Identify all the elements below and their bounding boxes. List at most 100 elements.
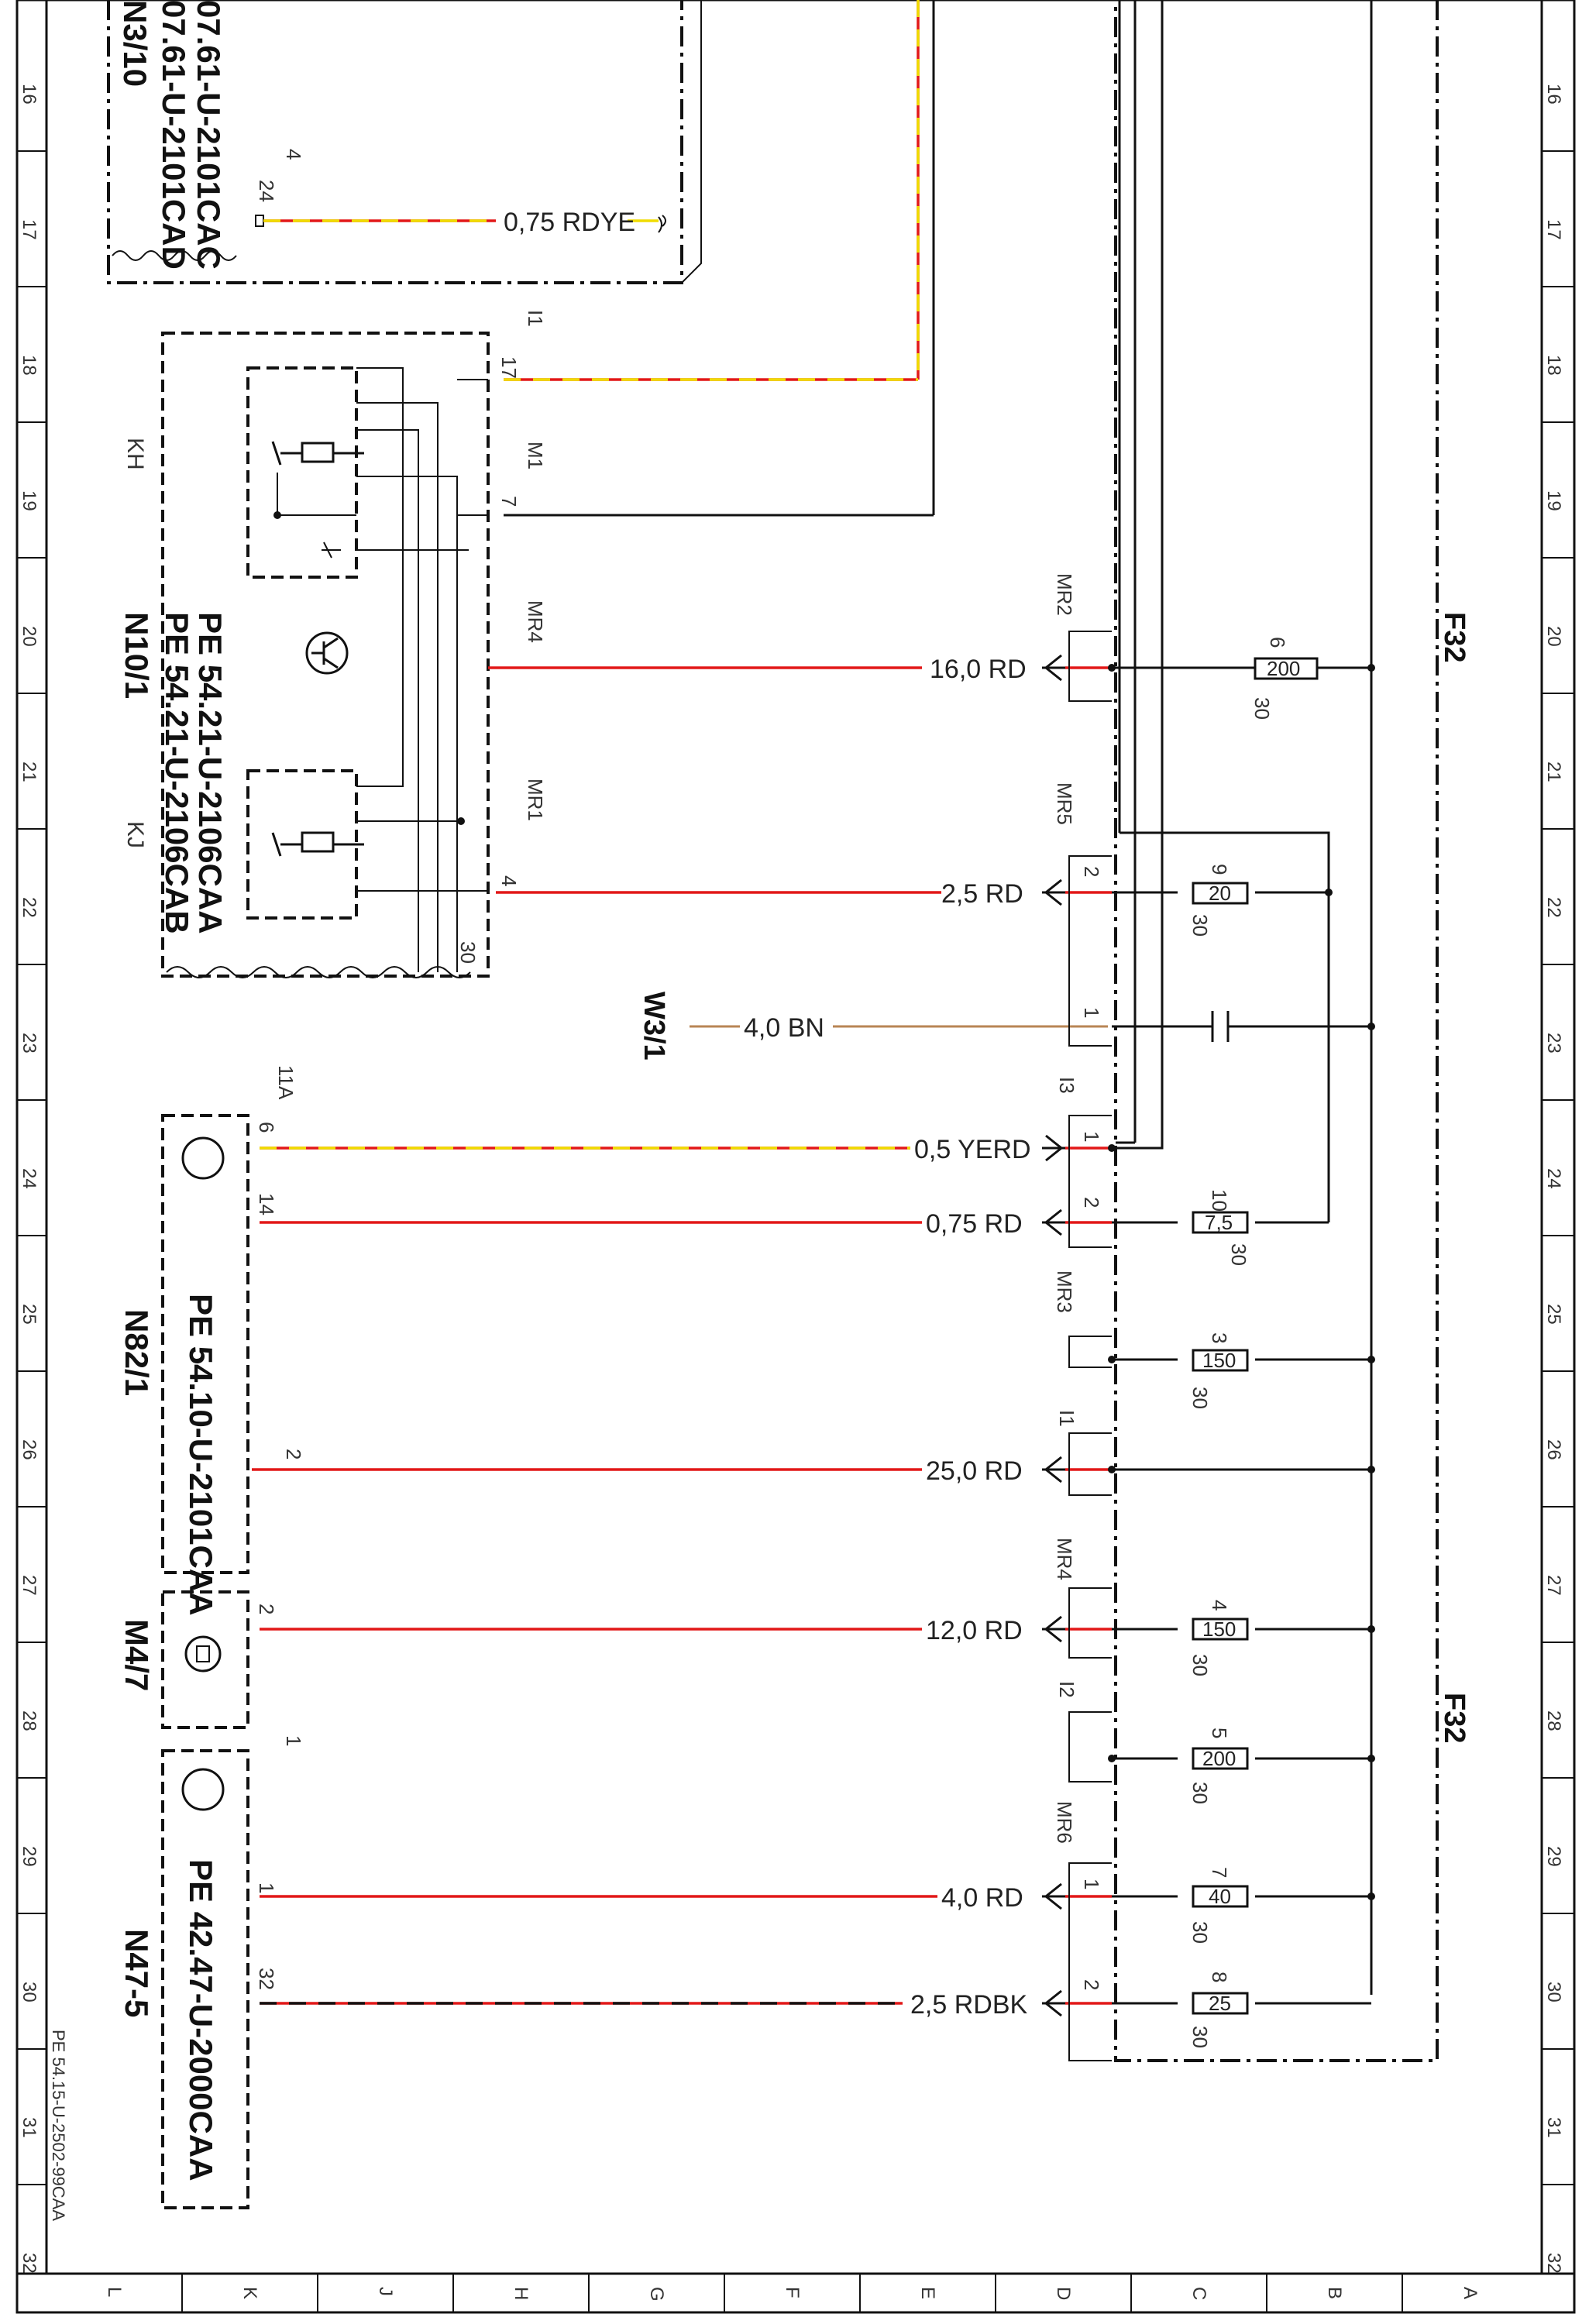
column-letter: B bbox=[1324, 2287, 1345, 2299]
connector-label: MR5 bbox=[1053, 782, 1076, 825]
column-letter: F bbox=[782, 2287, 803, 2298]
row-number: 25 bbox=[1543, 1304, 1564, 1325]
fuse-pin: 30 bbox=[1188, 1921, 1212, 1944]
row-number: 23 bbox=[1543, 1033, 1564, 1054]
connector-label: MR4 bbox=[524, 600, 547, 643]
pin-label: 32 bbox=[255, 1968, 278, 1990]
relay-kh-label: KH bbox=[122, 438, 148, 470]
pin-label: 17 bbox=[497, 356, 521, 379]
pin-label: 1 bbox=[255, 1882, 278, 1893]
connector-label: I3 bbox=[1055, 1077, 1078, 1094]
fuse-pin: 30 bbox=[1188, 1782, 1212, 1804]
pin-label: 4 bbox=[282, 149, 305, 160]
m4-7-label: M4/7 bbox=[119, 1619, 155, 1691]
column-letter: G bbox=[646, 2287, 667, 2302]
pin-label: 30 bbox=[456, 941, 480, 964]
pin-label: 4 bbox=[497, 875, 521, 886]
fuse-pin: 4 bbox=[1208, 1600, 1231, 1611]
transistor-icon bbox=[181, 1136, 225, 1180]
column-letter: A bbox=[1460, 2287, 1481, 2299]
connector-label: M1 bbox=[524, 442, 547, 469]
row-number: 24 bbox=[19, 1168, 40, 1189]
svg-text:25: 25 bbox=[1209, 1992, 1231, 2015]
pin-label: 2 bbox=[282, 1449, 305, 1459]
connector-label: MR3 bbox=[1053, 1270, 1076, 1313]
n3-10-part-a: 07.61-U-2101CAC bbox=[191, 0, 227, 270]
wire-label: 2,5 RDBK bbox=[910, 1990, 1027, 2020]
svg-text:150: 150 bbox=[1202, 1618, 1236, 1641]
capacitor-icon bbox=[1211, 1011, 1230, 1042]
column-ruler-bottom: L K J H G F E D C B A bbox=[104, 2274, 1481, 2312]
row-number: 29 bbox=[19, 1846, 40, 1867]
pin-label: 1 bbox=[1080, 1131, 1103, 1142]
transistor-icon bbox=[305, 631, 349, 675]
f32-label-bottom: F32 bbox=[1438, 1693, 1470, 1743]
column-letter: H bbox=[511, 2287, 531, 2300]
column-letter: E bbox=[917, 2287, 938, 2299]
wire-label: 4,0 RD bbox=[941, 1883, 1023, 1913]
fuse: 25 bbox=[1192, 1992, 1249, 2015]
row-number: 31 bbox=[19, 2117, 40, 2138]
n3-10-module: N3/10 07.61-U-2101CAC 07.61-U-2101CAD 4 … bbox=[107, 0, 702, 284]
fuse: 150 bbox=[1192, 1618, 1249, 1641]
n3-10-label: N3/10 bbox=[117, 0, 153, 87]
row-number: 17 bbox=[19, 219, 40, 240]
f32-label-top: F32 bbox=[1438, 612, 1470, 662]
fuse: 200 bbox=[1254, 657, 1319, 680]
row-number: 23 bbox=[19, 1033, 40, 1054]
wire-label: 16,0 RD bbox=[930, 655, 1027, 684]
pin-label: 2 bbox=[1080, 866, 1103, 877]
fuse-pin: 30 bbox=[1188, 1654, 1212, 1676]
wires: 16,0 RD 2,5 RD 4,0 BN 0,5 YERD 0,75 RD 2… bbox=[252, 655, 1112, 2020]
wire-label: 2,5 RD bbox=[941, 879, 1023, 909]
wire-label: 0,5 YERD bbox=[914, 1135, 1031, 1164]
column-letter: D bbox=[1053, 2287, 1074, 2300]
fuse: 200 bbox=[1192, 1747, 1249, 1770]
row-number: 32 bbox=[1543, 2253, 1564, 2274]
pin-label: 2 bbox=[1080, 1979, 1103, 1990]
pin-label: 24 bbox=[255, 180, 278, 202]
svg-text:150: 150 bbox=[1202, 1349, 1236, 1372]
pin-label: 1 bbox=[282, 1735, 305, 1746]
wire-label: 25,0 RD bbox=[926, 1456, 1023, 1486]
fuse: 40 bbox=[1192, 1885, 1249, 1908]
svg-text:40: 40 bbox=[1209, 1885, 1231, 1908]
drawing-code: PE 54.15-U-2502-99CAA bbox=[49, 2030, 68, 2221]
row-number: 20 bbox=[19, 626, 40, 647]
n10-1-part-b: PE 54.21-U-2106CAB bbox=[159, 612, 195, 934]
row-number: 27 bbox=[19, 1575, 40, 1596]
row-number: 26 bbox=[1543, 1439, 1564, 1460]
motor-icon bbox=[184, 1635, 222, 1673]
connector-label: MR6 bbox=[1053, 1801, 1076, 1844]
fuse-pin: 6 bbox=[1266, 637, 1289, 648]
connector-label: MR2 bbox=[1053, 573, 1076, 616]
fuse-pin: 9 bbox=[1208, 864, 1231, 875]
svg-text:200: 200 bbox=[1267, 657, 1300, 680]
connector-brackets bbox=[1068, 631, 1112, 2061]
pin-label: 6 bbox=[255, 1122, 278, 1133]
row-number: 22 bbox=[19, 897, 40, 918]
row-number: 21 bbox=[19, 761, 40, 782]
row-number: 26 bbox=[19, 1439, 40, 1460]
pin-label: 1 bbox=[1080, 1879, 1103, 1889]
f32-fuse-box: F32 F32 bbox=[1108, 0, 1470, 2062]
row-number: 27 bbox=[1543, 1575, 1564, 1596]
wire-label: 4,0 BN bbox=[744, 1013, 824, 1043]
pin-label: 14 bbox=[255, 1193, 278, 1215]
fuse-pin: 30 bbox=[1188, 914, 1212, 937]
n10-1-module: N10/1 PE 54.21-U-2106CAA PE 54.21-U-2106… bbox=[119, 310, 547, 978]
row-number: 31 bbox=[1543, 2117, 1564, 2138]
fuse-pin: 8 bbox=[1208, 1972, 1231, 1982]
fuse-pin: 10 bbox=[1208, 1189, 1231, 1212]
row-number: 32 bbox=[19, 2253, 40, 2274]
drawing-frame bbox=[15, 0, 1576, 2314]
row-number: 30 bbox=[1543, 1982, 1564, 2003]
n47-5-part: PE 42.47-U-2000CAA bbox=[183, 1859, 219, 2181]
pin-label: 2 bbox=[255, 1604, 278, 1614]
transistor-icon bbox=[181, 1768, 225, 1811]
connector-label: I1 bbox=[524, 310, 547, 327]
row-number: 30 bbox=[19, 1982, 40, 2003]
row-number: 16 bbox=[1543, 84, 1564, 105]
row-number: 19 bbox=[1543, 490, 1564, 511]
